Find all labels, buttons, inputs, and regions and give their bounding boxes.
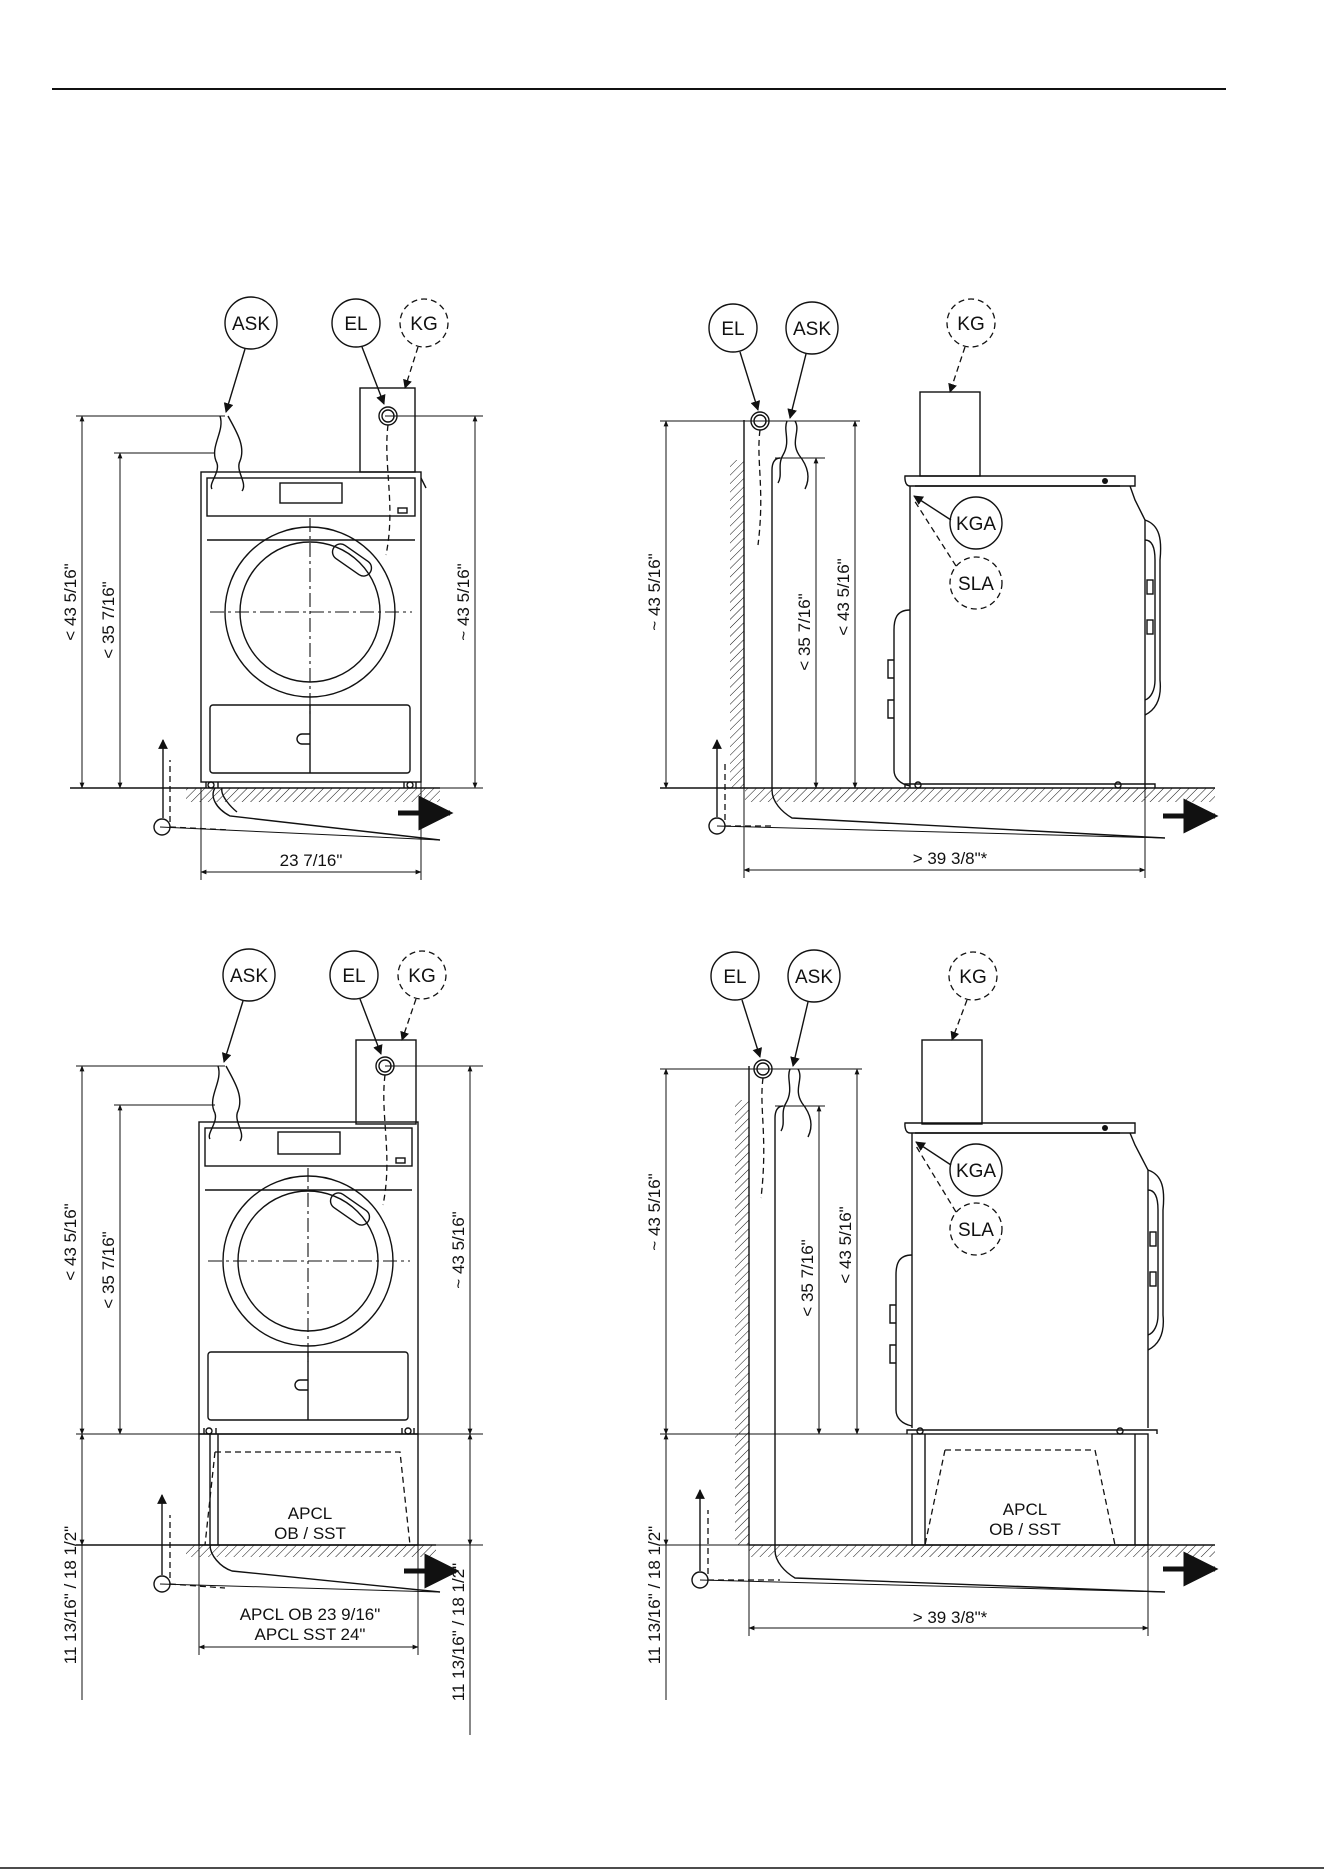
- label-ask: ASK: [232, 314, 270, 335]
- label-kg: KG: [410, 314, 437, 335]
- dim-lt-43-5-16-ped: < 43 5/16": [61, 1203, 80, 1280]
- wall-hatch: [730, 460, 744, 788]
- dim-width-23-7-16: 23 7/16": [280, 851, 343, 870]
- front-view-pedestal: < 43 5/16" < 35 7/16" ~ 43 5/16" 11 13/1…: [61, 948, 483, 1735]
- label-sla: SLA: [958, 574, 994, 595]
- label-kg-side: KG: [957, 314, 984, 335]
- dryer-side-body: [909, 485, 1146, 788]
- el-connection: [381, 409, 395, 423]
- label-kga: KGA: [956, 514, 996, 535]
- side-view-floor: ~ 43 5/16" < 35 7/16" < 43 5/16": [645, 298, 1219, 878]
- side-view-pedestal: ~ 43 5/16" < 35 7/16" < 43 5/16" 11 13/1…: [645, 949, 1219, 1700]
- label-el-ped: EL: [342, 966, 365, 987]
- front-view-floor: < 43 5/16" < 35 7/16" ~ 43 5/16": [61, 296, 483, 880]
- dim-pedestal-height-side: 11 13/16" / 18 1/2": [645, 1526, 664, 1664]
- dim-lt-35-7-16-side: < 35 7/16": [795, 593, 814, 670]
- dim-lt-43-5-16: < 43 5/16": [61, 563, 80, 640]
- pedestal-label-apcl: APCL: [288, 1504, 332, 1523]
- dim-lt-35-7-16-side-ped: < 35 7/16": [798, 1239, 817, 1316]
- label-el-side: EL: [721, 319, 744, 340]
- label-ask-side: ASK: [793, 319, 831, 340]
- dim-approx-43-5-16-side-ped: ~ 43 5/16": [645, 1173, 664, 1250]
- control-display: [279, 482, 343, 504]
- dim-lt-43-5-16-side-ped: < 43 5/16": [836, 1206, 855, 1283]
- dim-pedestal-height-right: 11 13/16" / 18 1/2": [449, 1563, 468, 1701]
- dim-pedestal-height: 11 13/16" / 18 1/2": [61, 1526, 80, 1664]
- dim-lt-35-7-16: < 35 7/16": [99, 581, 118, 658]
- label-kg-side-ped: KG: [959, 967, 986, 988]
- pedestal-label-ob-sst-side: OB / SST: [989, 1520, 1061, 1539]
- label-el: EL: [344, 314, 367, 335]
- dim-apcl-ob-width: APCL OB 23 9/16": [240, 1605, 381, 1624]
- dim-approx-43-5-16-side: ~ 43 5/16": [645, 553, 664, 630]
- pedestal-label-ob-sst: OB / SST: [274, 1524, 346, 1543]
- label-kg-ped: KG: [408, 966, 435, 987]
- dryer-body: [200, 471, 422, 783]
- dim-gt-39-3-8: > 39 3/8"*: [913, 849, 988, 868]
- label-sla-ped: SLA: [958, 1220, 994, 1241]
- pedestal-label-apcl-side: APCL: [1003, 1500, 1047, 1519]
- dim-apcl-sst-width: APCL SST 24": [255, 1625, 366, 1644]
- label-el-side-ped: EL: [723, 967, 746, 988]
- label-ask-side-ped: ASK: [795, 967, 833, 988]
- dim-gt-39-3-8-ped: > 39 3/8"*: [913, 1608, 988, 1627]
- ask-drain-hose: [210, 415, 222, 490]
- dim-approx-43-5-16-ped: ~ 43 5/16": [449, 1211, 468, 1288]
- floor-hatch: [186, 788, 440, 802]
- label-kga-ped: KGA: [956, 1161, 996, 1182]
- dim-lt-35-7-16-ped: < 35 7/16": [99, 1231, 118, 1308]
- dim-approx-43-5-16: ~ 43 5/16": [454, 563, 473, 640]
- label-ask-ped: ASK: [230, 966, 268, 987]
- dim-lt-43-5-16-side: < 43 5/16": [834, 558, 853, 635]
